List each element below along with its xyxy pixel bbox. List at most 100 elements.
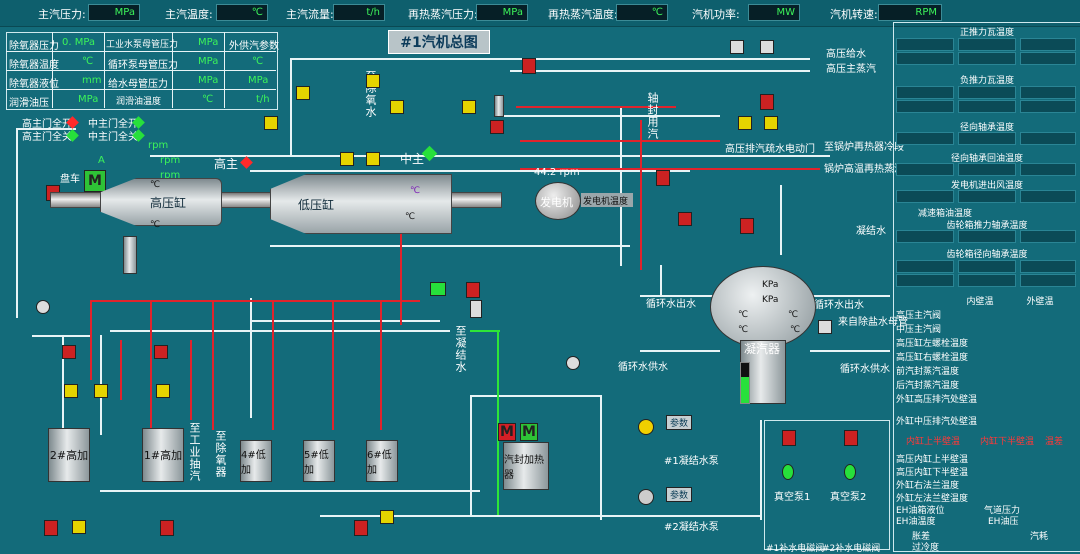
- hp-main-indicator: [240, 156, 253, 169]
- valve-icon-28[interactable]: [44, 520, 58, 536]
- condenser-temp-1: ℃: [738, 310, 749, 320]
- turbine-power-value: MW: [748, 4, 800, 21]
- expansion-diff-label: 胀差: [912, 532, 931, 542]
- valve-icon-26[interactable]: [94, 384, 108, 398]
- valve-icon-33[interactable]: [36, 300, 50, 314]
- main-steam-pressure-value: MPa: [88, 4, 140, 21]
- valve-icon-30[interactable]: [160, 520, 174, 536]
- gland-steam-label: 轴封用汽: [646, 92, 659, 140]
- ext-steam-unit-1: MPa: [248, 75, 269, 86]
- pump2-motor-icon[interactable]: [638, 489, 654, 505]
- valve-icon-11[interactable]: [760, 40, 774, 54]
- green-line: [497, 330, 499, 515]
- right-row-2: 高压缸左螺栓温度: [896, 339, 969, 349]
- thrust-neg-temp-title: 负推力瓦温度: [959, 76, 1014, 86]
- hp-temp-unit: ℃: [150, 180, 161, 190]
- valve-icon-17[interactable]: [740, 218, 754, 234]
- condenser-kpa-1: KPa: [762, 280, 779, 290]
- heater-4-lp: 4#低加: [240, 440, 272, 482]
- valve-icon-10[interactable]: [730, 40, 744, 54]
- gland-heater: 汽封加热器: [503, 442, 549, 490]
- hp-feedwater-label: 高压给水: [826, 49, 866, 60]
- reheat-pressure-label: 再热蒸汽压力:: [408, 8, 478, 21]
- turbine-speed-label: 汽机转速:: [830, 8, 878, 21]
- ext-steam-unit-2: t/h: [256, 94, 270, 105]
- valve-icon-13[interactable]: [738, 116, 752, 130]
- gland-heater-motor-m[interactable]: M: [498, 423, 516, 441]
- cond-pump-2-label: #2凝结水泵: [664, 522, 719, 533]
- valve-icon-29[interactable]: [72, 520, 86, 534]
- valve-icon-9[interactable]: [490, 120, 504, 134]
- reheat-pressure-value: MPa: [476, 4, 528, 21]
- vacuum-pump-1-icon[interactable]: [782, 464, 794, 480]
- vacuum-valve-2-icon[interactable]: [844, 430, 858, 446]
- hotwell-level-bar: [740, 362, 750, 404]
- to-condensate-label: 至凝结水: [454, 325, 467, 373]
- makeup-valve-2-label: #2补水电磁阀: [822, 544, 881, 554]
- right-row-0: 高压主汽阀: [896, 311, 942, 321]
- valve-icon-12[interactable]: [760, 94, 774, 110]
- outer-wall-header: 外壁温: [1026, 297, 1054, 307]
- right-row-7: 外缸中压排汽处壁温: [896, 417, 978, 427]
- thrust-pos-temp-title: 正推力瓦温度: [959, 28, 1014, 38]
- valve-icon-25[interactable]: [64, 384, 78, 398]
- main-steam-temp-value: ℃: [216, 4, 268, 21]
- valve-icon-15[interactable]: [656, 170, 670, 186]
- radial-bearing-temp-title: 径向轴承温度: [959, 123, 1014, 133]
- feedwater-pressure-value: MPa: [198, 75, 219, 86]
- pump1-motor-icon[interactable]: [638, 419, 654, 435]
- barring-motor-button[interactable]: M: [84, 170, 106, 192]
- valve-icon-5[interactable]: [296, 86, 310, 100]
- condensate-label: 凝结水: [856, 226, 886, 237]
- reheat-temp-label: 再热蒸汽温度:: [548, 8, 618, 21]
- valve-icon-14[interactable]: [764, 116, 778, 130]
- deaerator-temp-value: ℃: [82, 56, 94, 67]
- valve-icon-22[interactable]: [470, 300, 482, 318]
- vacuum-pump-2-icon[interactable]: [844, 464, 856, 480]
- valve-icon-1[interactable]: [340, 152, 354, 166]
- valve-icon-32[interactable]: [380, 510, 394, 524]
- right-row-3: 高压缸右螺栓温度: [896, 353, 969, 363]
- valve-icon-7[interactable]: [462, 100, 476, 114]
- heater-1-hp: 1#高加: [142, 428, 184, 482]
- pump1-param-button[interactable]: 参数: [666, 415, 692, 430]
- valve-icon-3[interactable]: [264, 116, 278, 130]
- valve-icon-18[interactable]: [818, 320, 832, 334]
- red-header-inner-lower: 内缸下半壁温: [980, 437, 1035, 447]
- vacuum-valve-1-icon[interactable]: [782, 430, 796, 446]
- right-row-1: 中压主汽阀: [896, 325, 942, 335]
- eh-oil-pressure-label: EH油压: [988, 517, 1019, 527]
- valve-icon-16[interactable]: [678, 212, 692, 226]
- inner-wall-header: 内壁温: [966, 297, 994, 307]
- valve-icon-4[interactable]: [366, 74, 380, 88]
- demin-water-label: 来自除盐水母管: [838, 317, 908, 328]
- condenser-temp-4: ℃: [790, 325, 801, 335]
- left-param-table: [6, 32, 278, 110]
- boiler-reheat-steam-label: 锅炉高温再热蒸汽: [824, 164, 904, 175]
- valve-icon-2[interactable]: [366, 152, 380, 166]
- pump2-param-button[interactable]: 参数: [666, 487, 692, 502]
- valve-icon-19[interactable]: [566, 356, 580, 370]
- valve-icon-31[interactable]: [354, 520, 368, 536]
- vacuum-pump-2-label: 真空泵2: [830, 492, 867, 503]
- rpm-value-3: rpm: [160, 170, 181, 181]
- valve-icon-20[interactable]: [430, 282, 446, 296]
- condenser-kpa-2: KPa: [762, 295, 779, 305]
- turbine-speed-value: RPM: [878, 4, 942, 21]
- valve-icon-6[interactable]: [390, 100, 404, 114]
- valve-icon-24[interactable]: [154, 345, 168, 359]
- speed-readout: 44.2 rpm: [534, 167, 580, 178]
- valve-icon-21[interactable]: [466, 282, 480, 298]
- hp-main-valve-closed-label: 高主门全关: [22, 132, 72, 143]
- valve-icon-27[interactable]: [156, 384, 170, 398]
- barring-gear-label: 盘车: [60, 174, 80, 185]
- reheat-temp-value: ℃: [616, 4, 668, 21]
- valve-icon-8[interactable]: [522, 58, 536, 74]
- gland-heater-motor-green[interactable]: M: [520, 423, 538, 441]
- main-steam-pressure-label: 主汽压力:: [38, 8, 86, 21]
- valve-icon-23[interactable]: [62, 345, 76, 359]
- right-row-6: 外缸高压排汽处壁温: [896, 395, 978, 405]
- lp-temp-unit-2: ℃: [405, 212, 416, 222]
- to-deaerator-label-2: 至除氧器: [214, 430, 227, 478]
- lube-oil-temp-value: ℃: [202, 94, 214, 105]
